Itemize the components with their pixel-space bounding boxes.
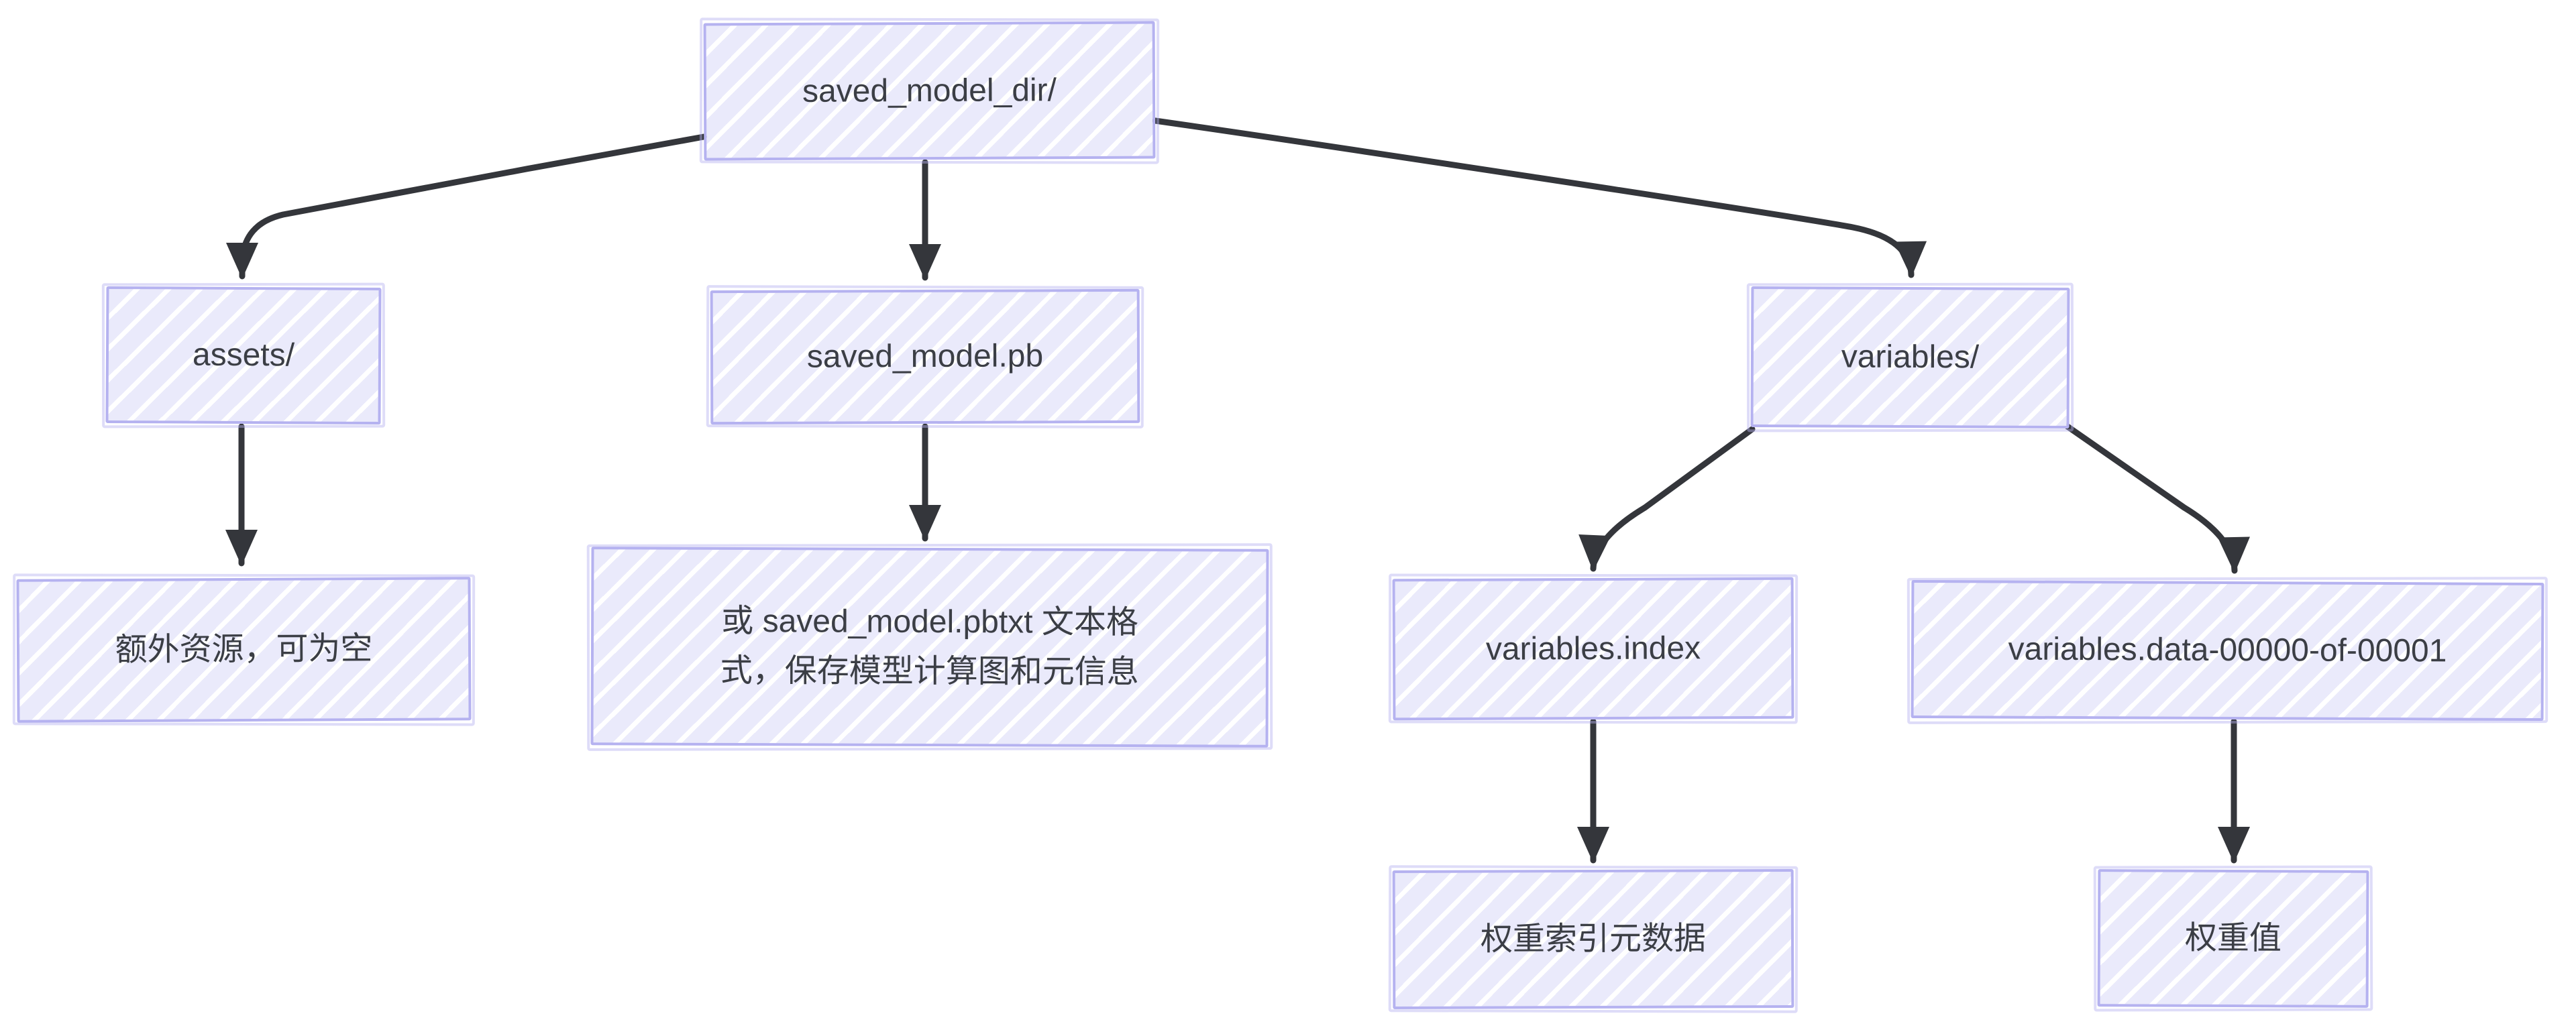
node-label: variables.index: [1485, 630, 1701, 667]
note-index-description: 权重索引元数据: [1392, 868, 1794, 1010]
node-label: variables/: [1841, 339, 1980, 376]
node-variables: variables/: [1750, 286, 2070, 429]
node-label: 权重索引元数据: [1480, 920, 1707, 958]
node-label: saved_model_dir/: [802, 72, 1057, 109]
node-label: variables.data-00000-of-00001: [2008, 631, 2447, 669]
edge-variables-to-index: [1578, 426, 1756, 572]
node-saved-model-pb: saved_model.pb: [710, 288, 1140, 425]
node-label-line: 式，保存模型计算图和元信息: [720, 652, 1139, 691]
edge-root-to-variables: [1152, 117, 1927, 278]
edge-root-to-assets: [226, 133, 707, 280]
node-label-line: 或 saved_model.pbtxt 文本格: [721, 603, 1139, 641]
node-variables-index: variables.index: [1392, 577, 1794, 721]
note-assets-description: 额外资源，可为空: [16, 577, 472, 723]
node-label: assets/: [192, 337, 295, 374]
node-label: 或 saved_model.pbtxt 文本格 式，保存模型计算图和元信息: [707, 597, 1153, 697]
note-data-description: 权重值: [2097, 869, 2369, 1008]
edge-variables-to-data: [2064, 423, 2250, 574]
node-variables-data: variables.data-00000-of-00001: [1911, 579, 2544, 722]
node-label: 额外资源，可为空: [115, 630, 373, 669]
node-label: saved_model.pb: [806, 338, 1044, 375]
node-assets: assets/: [105, 286, 382, 425]
node-saved-model-dir: saved_model_dir/: [703, 21, 1156, 161]
note-saved-model-pb-description: 或 saved_model.pbtxt 文本格 式，保存模型计算图和元信息: [590, 547, 1269, 748]
node-label: 权重值: [2184, 920, 2282, 956]
